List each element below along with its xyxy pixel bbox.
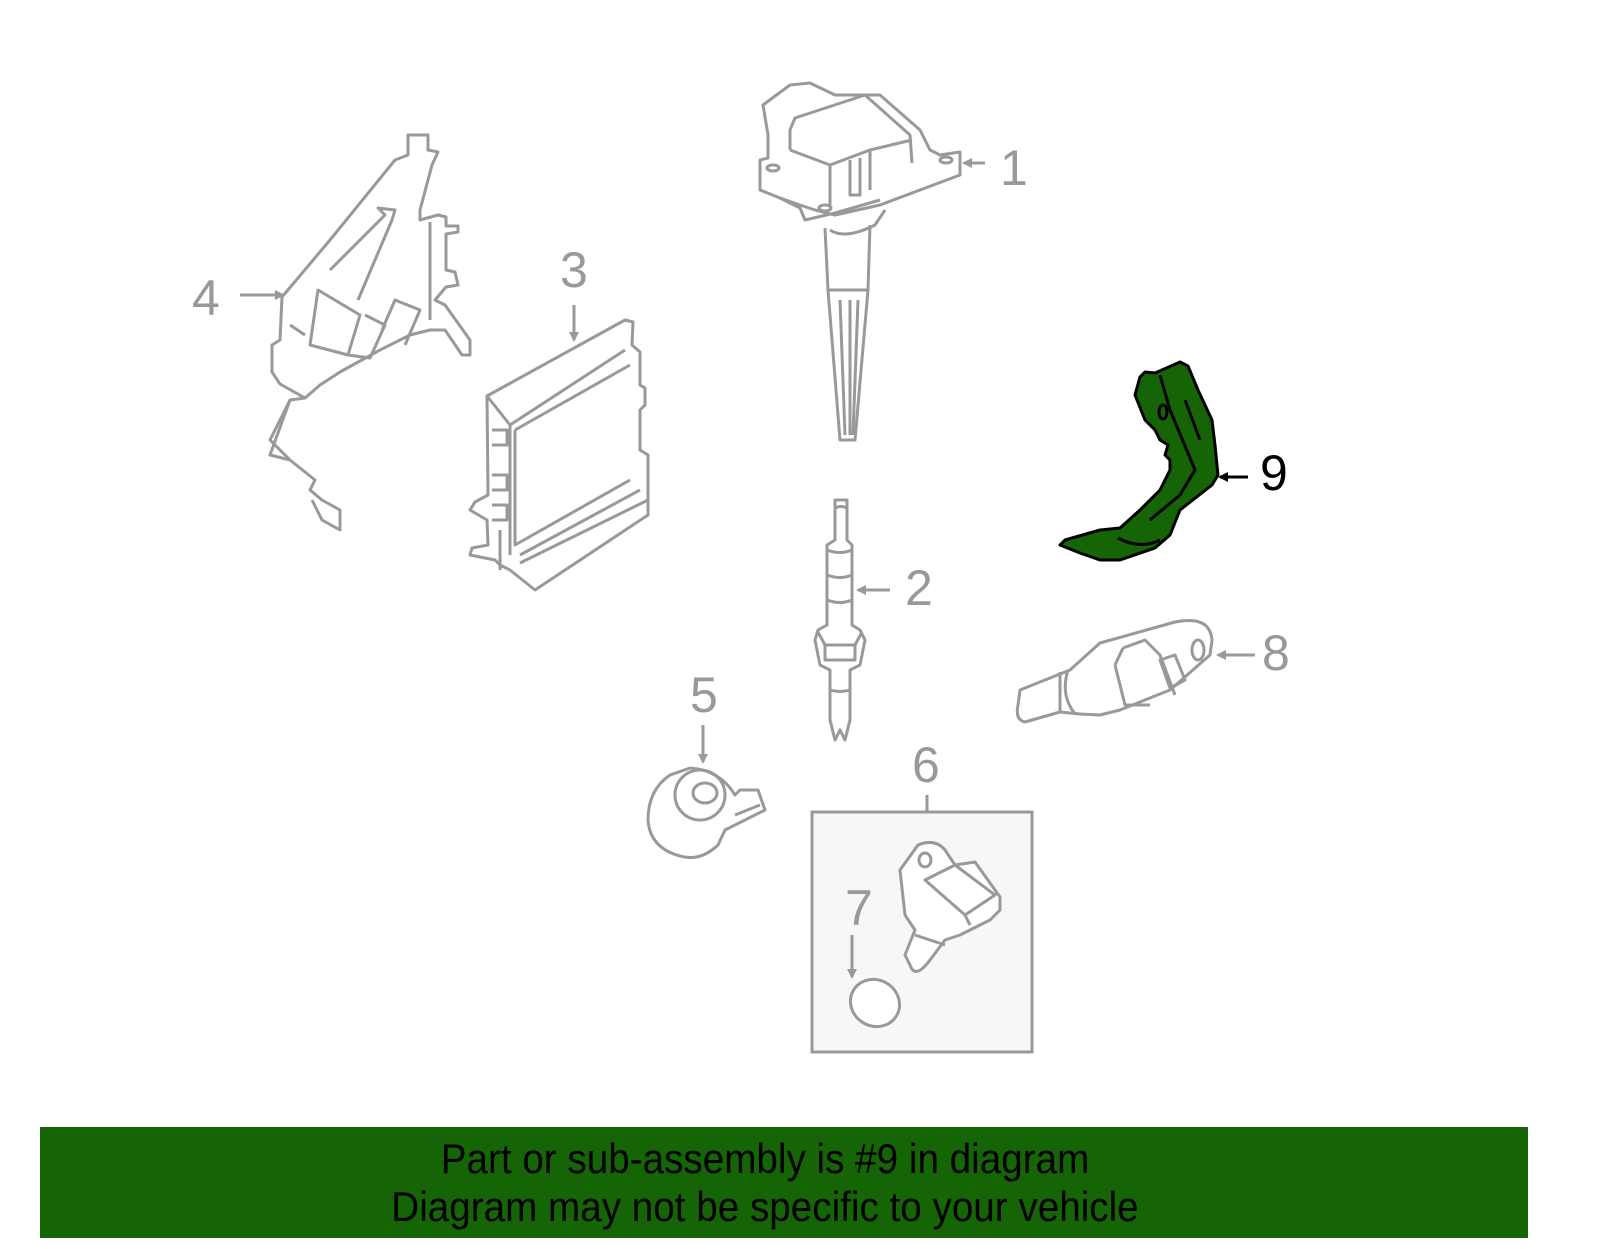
svg-text:2: 2 [905, 560, 933, 616]
part-3-ecm[interactable] [468, 318, 650, 592]
callout-9: 9 [1218, 445, 1288, 501]
svg-text:5: 5 [690, 667, 718, 723]
svg-text:4: 4 [192, 270, 220, 326]
part-5-knock-sensor[interactable] [646, 766, 767, 860]
callout-1: 1 [962, 140, 1028, 196]
callout-7: 7 [845, 880, 873, 979]
svg-text:6: 6 [912, 737, 940, 793]
svg-text:3: 3 [560, 242, 588, 298]
callout-5: 5 [690, 667, 718, 764]
part-4-bracket[interactable] [268, 133, 472, 532]
svg-text:8: 8 [1262, 625, 1290, 681]
part-6-cam-sensor[interactable] [898, 840, 1002, 973]
part-9-heat-shield[interactable] [1058, 360, 1220, 562]
svg-text:7: 7 [845, 880, 873, 936]
callout-3: 3 [560, 242, 588, 342]
callout-6: 6 [912, 737, 940, 793]
info-banner: Part or sub-assembly is #9 in diagram Di… [40, 1127, 1528, 1238]
part-1-ignition-coil[interactable] [758, 81, 962, 442]
part-2-spark-plug[interactable] [813, 498, 867, 742]
part-8-crank-sensor[interactable] [1015, 619, 1214, 724]
svg-text:9: 9 [1260, 445, 1288, 501]
callout-4: 4 [192, 270, 285, 326]
callout-8: 8 [1216, 625, 1290, 681]
banner-line-1: Part or sub-assembly is #9 in diagram [440, 1135, 1090, 1182]
callout-2: 2 [856, 560, 933, 616]
banner-line-2: Diagram may not be specific to your vehi… [391, 1183, 1139, 1230]
part-7-o-ring[interactable] [842, 971, 908, 1036]
svg-text:1: 1 [1000, 140, 1028, 196]
